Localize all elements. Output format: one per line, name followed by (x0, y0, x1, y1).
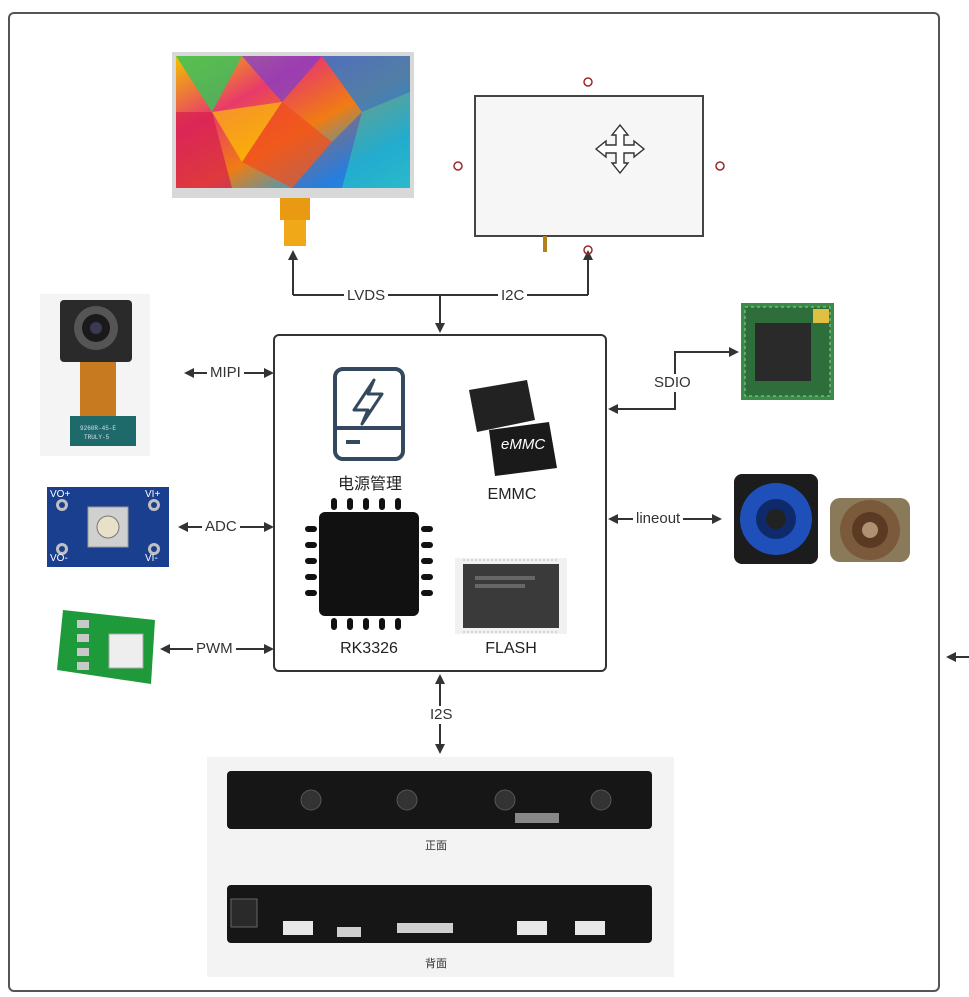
speakers-image (732, 470, 917, 572)
adc-button-board-image: VO+ VO- VI+ VI- (47, 487, 169, 567)
emmc-chip-image: eMMC (463, 380, 557, 476)
svg-text:TRULY-5: TRULY-5 (84, 434, 110, 441)
lcd-display-image (172, 52, 414, 246)
camera-module-image: 9260R-45-E TRULY-5 (40, 294, 150, 456)
emmc-label: EMMC (487, 486, 537, 503)
mic-front-label: 正面 (425, 840, 447, 852)
sdio-label: SDIO (651, 374, 694, 392)
adc-label: ADC (202, 518, 240, 536)
adc-vi-minus: VI- (145, 553, 158, 564)
i2c-label: I2C (498, 287, 528, 305)
flash-chip-image (455, 558, 567, 634)
mic-back-label: 背面 (425, 958, 447, 970)
pwm-label: PWM (193, 640, 236, 658)
svg-text:9260R-45-E: 9260R-45-E (80, 425, 116, 432)
chip-icon: CHIP (301, 498, 541, 630)
adc-vi-plus: VI+ (145, 489, 161, 500)
adc-vo-minus: VO- (50, 553, 68, 564)
soc-core-block: 电源管理 eMMC EMMC (273, 334, 607, 672)
power-management-icon (332, 366, 406, 462)
touch-panel-image (450, 76, 735, 256)
flash-label: FLASH (485, 640, 537, 657)
i2s-label: I2S (427, 706, 456, 724)
emmc-chip-text: eMMC (501, 436, 546, 453)
adc-vo-plus: VO+ (50, 489, 71, 500)
mipi-label: MIPI (207, 364, 244, 382)
mic-array-board-image: 正面 背面 (207, 757, 674, 977)
wifi-module-image (741, 303, 834, 400)
power-management-label: 电源管理 (337, 476, 402, 493)
soc-model-label: RK3326 (340, 640, 398, 657)
lvds-label: LVDS (344, 287, 389, 305)
pwm-led-board-image (55, 606, 163, 688)
lineout-label: lineout (633, 510, 684, 528)
move-icon (594, 123, 646, 175)
